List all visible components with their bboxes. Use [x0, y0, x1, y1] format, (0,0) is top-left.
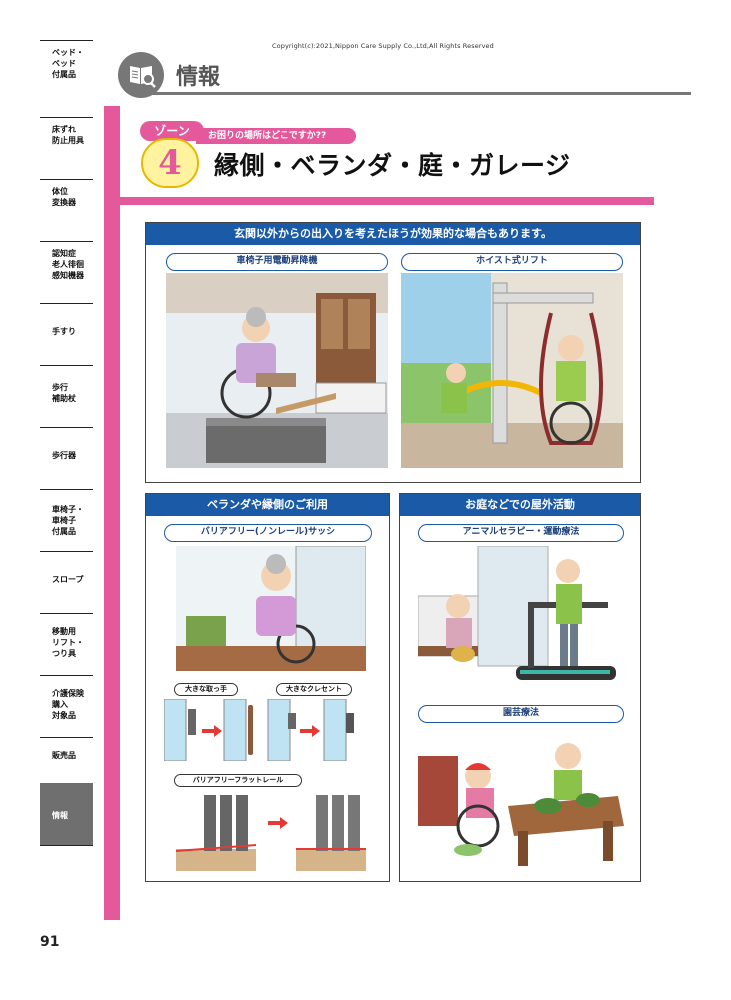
sidebar-item-wheelchair[interactable]: 車椅子・ 車椅子 付属品 — [40, 489, 93, 551]
panel-heading: お庭などでの屋外活動 — [400, 494, 640, 516]
sidebar-item-dementia-sensor[interactable]: 認知症 老人徘徊 感知機器 — [40, 241, 93, 303]
flat-rail-illustration — [176, 791, 366, 871]
sash-detail-illustration — [164, 699, 374, 761]
pink-vertical-bar — [104, 106, 120, 920]
sidebar-item-insurance-purchase[interactable]: 介護保険 購入 対象品 — [40, 675, 93, 737]
panel-heading: 玄関以外からの出入りを考えたほうが効果的な場合もあります。 — [146, 223, 640, 245]
sidebar-item-bed[interactable]: ベッド・ ベッド 付属品 — [40, 40, 93, 102]
sidebar-item-cane[interactable]: 歩行 補助杖 — [40, 365, 93, 427]
sidebar-item-sales[interactable]: 販売品 — [40, 737, 93, 799]
zone-title: 縁側・ベランダ・庭・ガレージ — [214, 151, 571, 180]
zone-number-badge: 4 — [141, 138, 199, 188]
label-horticultural-therapy: 園芸療法 — [418, 705, 624, 723]
horticultural-therapy-illustration — [418, 726, 624, 871]
zone-rule — [120, 197, 654, 205]
label-barrier-free-sash: バリアフリー(ノンレール)サッシ — [164, 524, 372, 542]
sidebar-item-slope[interactable]: スロープ — [40, 551, 93, 613]
page-number: 91 — [40, 934, 60, 950]
sidebar-end-rule — [40, 845, 93, 846]
zone-number: 4 — [158, 143, 182, 183]
label-hoist-lift: ホイスト式リフト — [401, 253, 623, 271]
animal-exercise-therapy-illustration — [418, 546, 624, 691]
label-flat-rail: バリアフリーフラットレール — [174, 774, 302, 787]
panel-heading: ベランダや縁側のご利用 — [146, 494, 389, 516]
sidebar-item-info[interactable]: 情報 — [40, 783, 93, 845]
copyright-text: Copyright(c):2021,Nippon Care Supply Co.… — [272, 42, 494, 50]
sidebar-item-walker[interactable]: 歩行器 — [40, 427, 93, 489]
sidebar-item-pressure-ulcer[interactable]: 床ずれ 防止用具 — [40, 117, 93, 179]
label-large-crescent: 大きなクレセント — [276, 683, 352, 696]
sidebar-item-handrail[interactable]: 手すり — [40, 303, 93, 365]
garden-activities-panel: お庭などでの屋外活動 アニマルセラピー・運動療法 園芸療法 — [399, 493, 641, 882]
label-animal-therapy: アニマルセラピー・運動療法 — [418, 524, 624, 542]
entrance-alternatives-panel: 玄関以外からの出入りを考えたほうが効果的な場合もあります。 車椅子用電動昇降機 … — [145, 222, 641, 483]
veranda-wheelchair-illustration — [176, 546, 366, 671]
label-wheelchair-lifter: 車椅子用電動昇降機 — [166, 253, 388, 271]
zone-question: お困りの場所はどこですか?? — [196, 128, 356, 144]
wheelchair-lifter-illustration — [166, 273, 388, 468]
sidebar-item-position-changer[interactable]: 体位 変換器 — [40, 179, 93, 241]
veranda-panel: ベランダや縁側のご利用 バリアフリー(ノンレール)サッシ 大きな取っ手 大きなク… — [145, 493, 390, 882]
hoist-lift-illustration — [401, 273, 623, 468]
book-search-icon — [130, 66, 156, 88]
header-rule — [150, 92, 691, 95]
page-section-title: 情報 — [176, 65, 221, 90]
sidebar-item-lift[interactable]: 移動用 リフト・ つり具 — [40, 613, 93, 675]
label-large-handle: 大きな取っ手 — [174, 683, 238, 696]
zone-tag: ゾーン — [140, 121, 204, 141]
